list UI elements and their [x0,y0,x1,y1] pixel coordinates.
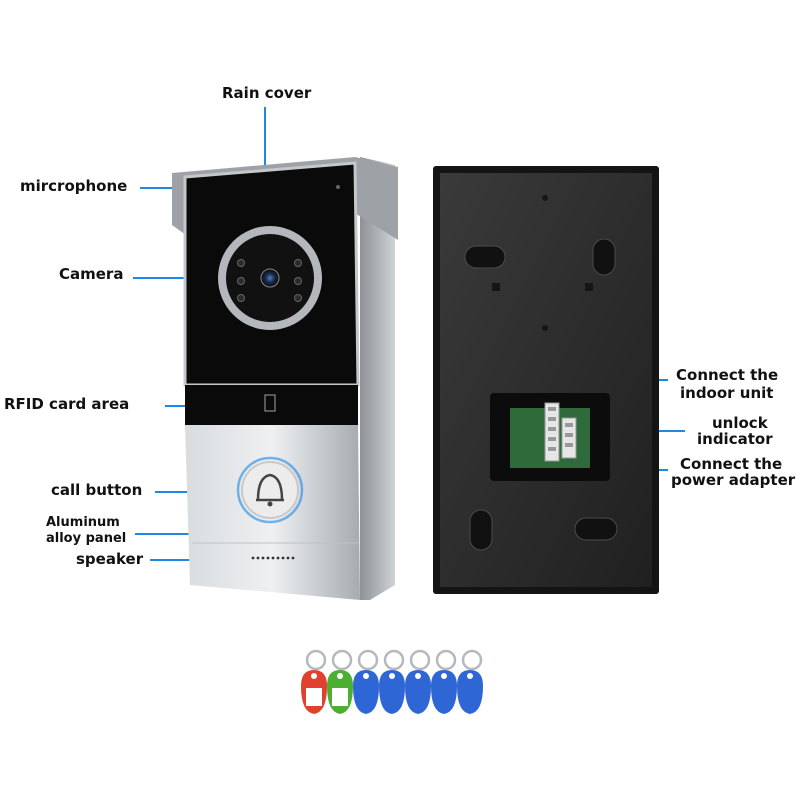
key-tag [405,649,431,714]
mount-slot [464,245,506,269]
microphone-hole [336,185,340,189]
key-tag [379,649,405,714]
label-call-button: call button [51,481,143,499]
key-tag [457,649,483,714]
label-unlock-line1: unlock [712,414,768,432]
label-indoor-line1: Connect the [676,366,779,384]
label-unlock-line2: indicator [697,430,773,448]
doorbell-back [433,166,659,594]
connector-block [544,402,560,462]
key-tag [301,649,327,714]
label-indoor-line2: indoor unit [680,384,774,402]
label-panel-line2: alloy panel [46,531,127,546]
connector-block [561,417,577,459]
key-tag [431,649,457,714]
mount-slot [574,517,618,541]
doorbell-front [172,157,398,600]
mount-slot [469,509,493,551]
speaker-grille [251,556,295,560]
mount-slot [592,238,616,276]
key-tag [353,649,379,714]
rfid-icon [264,394,276,412]
label-camera: Camera [59,265,124,283]
call-button [241,461,299,519]
label-rain-cover: Rain cover [222,84,312,102]
side-edge [360,157,395,600]
key-tag [327,649,353,714]
label-power-line2: power adapter [671,473,796,489]
label-speaker: speaker [76,550,144,568]
bell-icon [256,473,284,502]
label-power-line1: Connect the [680,455,783,473]
ir-leds [237,259,302,302]
label-rfid: RFID card area [4,395,130,413]
camera-lens [260,268,280,288]
rfid-key-tags [301,649,483,714]
rfid-strip [185,385,358,425]
label-panel-line1: Aluminum [46,515,120,530]
label-microphone: mircrophone [20,177,128,195]
